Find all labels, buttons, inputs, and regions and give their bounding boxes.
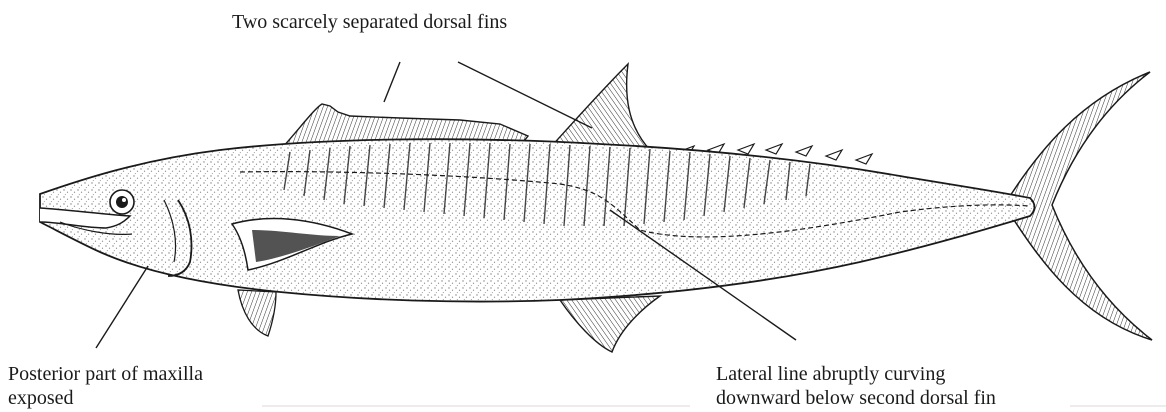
- anal-fin: [560, 296, 660, 352]
- pelvic-fin: [238, 290, 276, 336]
- second-dorsal-fin: [548, 64, 650, 150]
